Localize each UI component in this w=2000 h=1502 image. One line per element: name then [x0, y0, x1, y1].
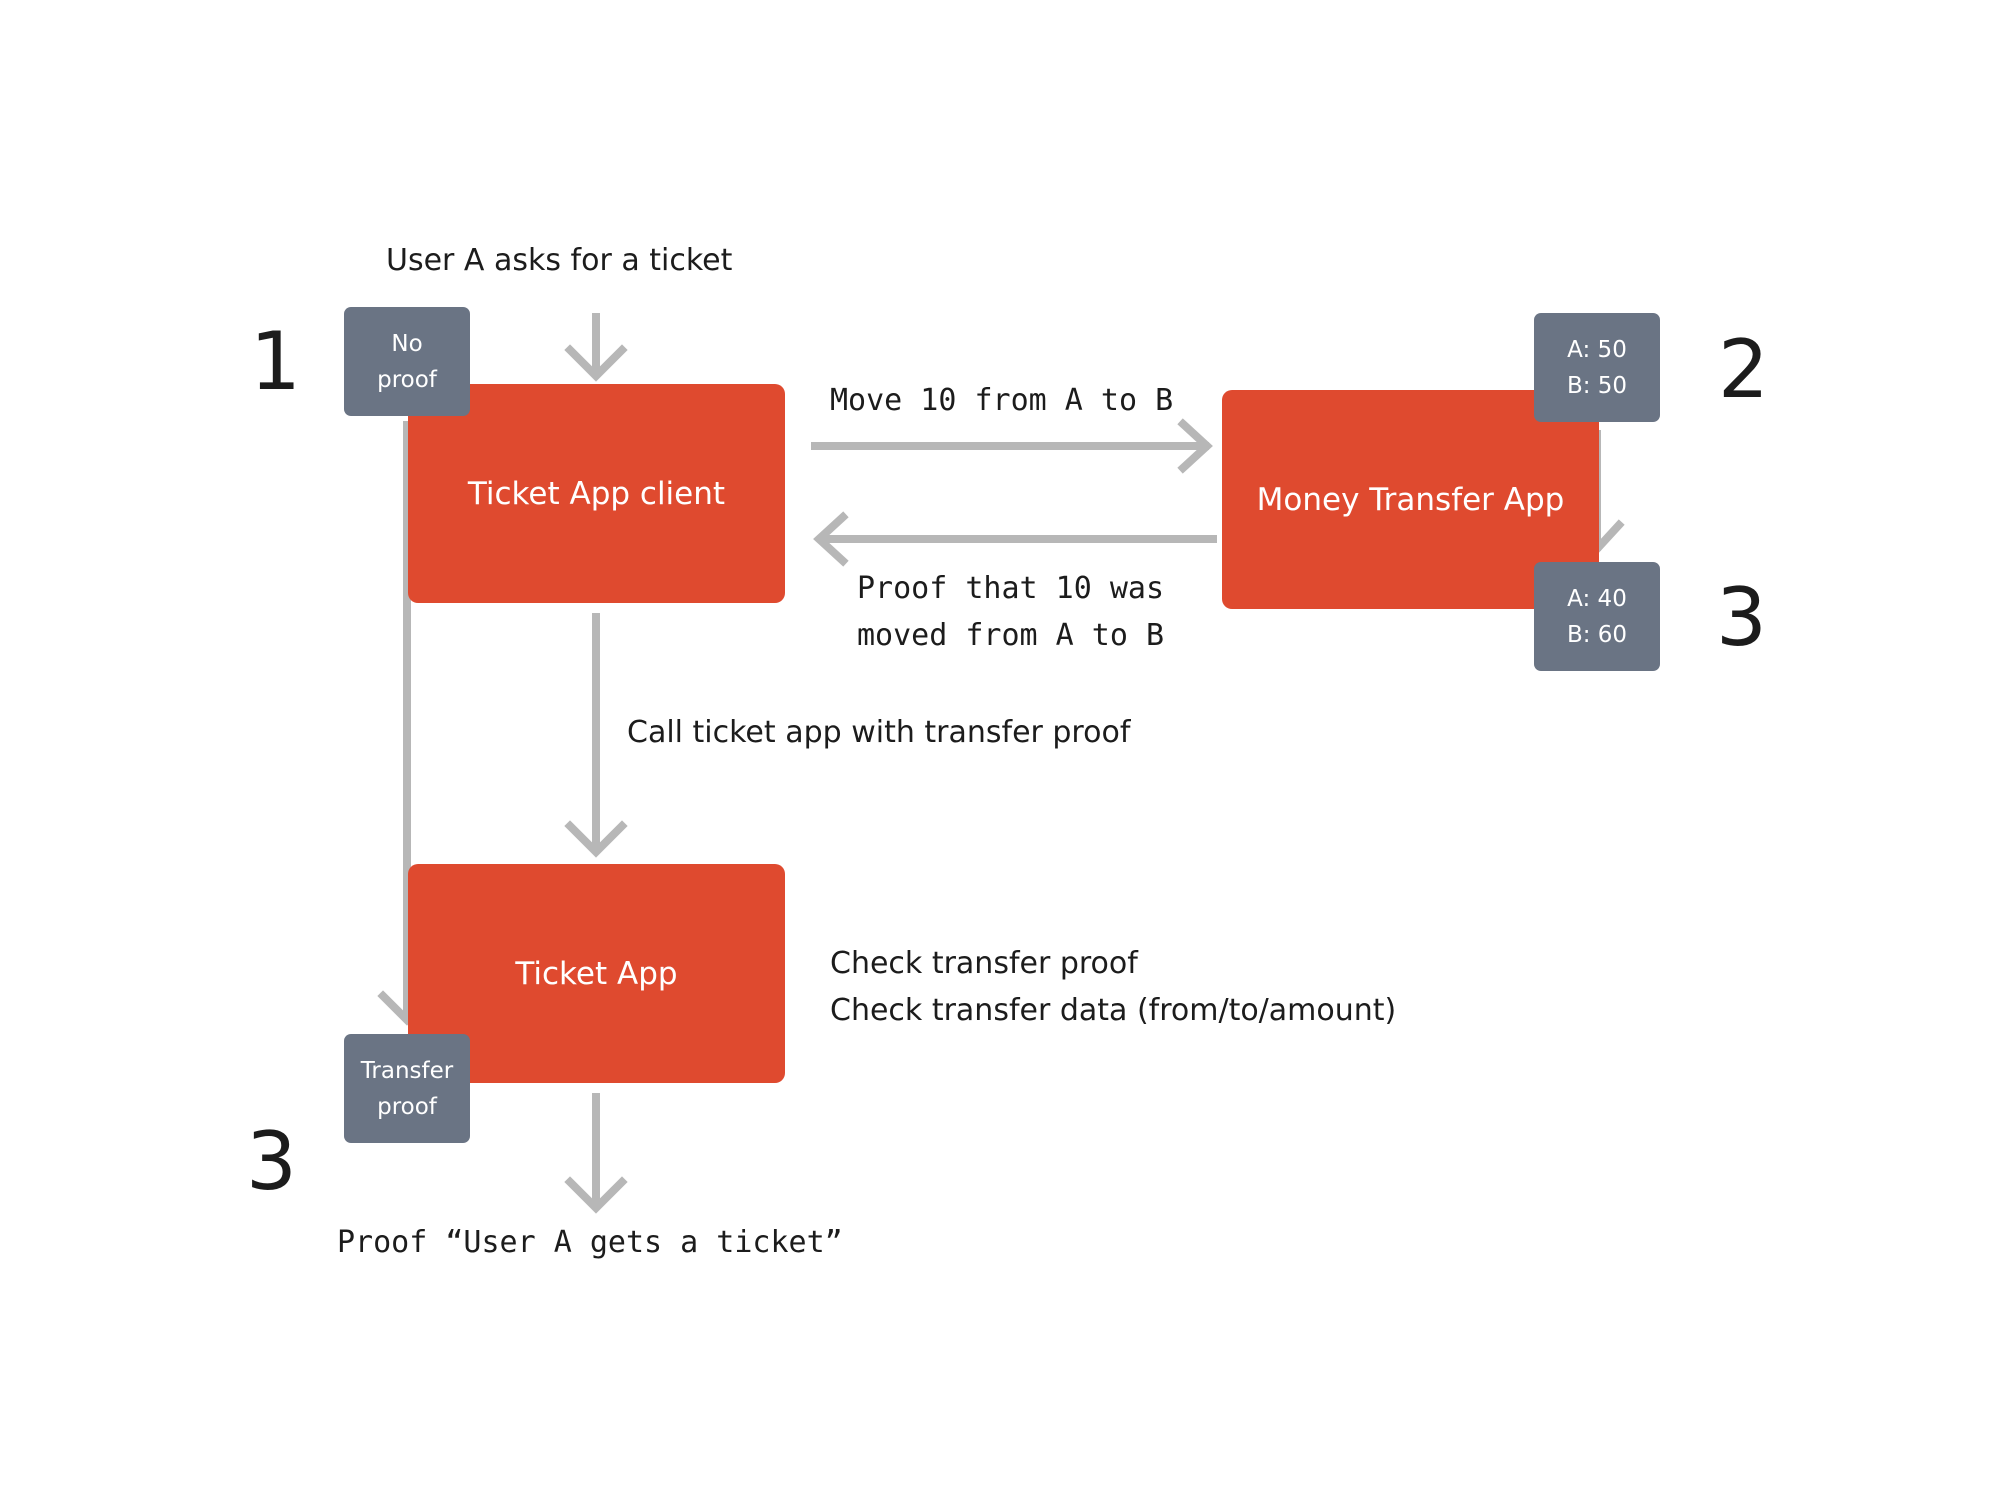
proof-returned-line1: Proof that 10 was — [857, 571, 1165, 606]
no-proof-card: No proof — [344, 307, 470, 416]
arrow-user-request — [564, 313, 628, 382]
checks-label: Check transfer proof Check transfer data… — [830, 940, 1396, 1034]
transfer-proof-line2: proof — [377, 1093, 437, 1120]
no-proof-line1: No — [391, 330, 423, 357]
balance-after-line1: A: 40 — [1567, 585, 1627, 612]
ticket-app-client-label: Ticket App client — [467, 475, 726, 512]
step-number-2: 2 — [1718, 323, 1769, 416]
user-request-label: User A asks for a ticket — [386, 243, 733, 278]
step-number-1: 1 — [250, 315, 301, 408]
step-number-3-right: 3 — [1716, 571, 1767, 664]
proof-returned-line2: moved from A to B — [857, 618, 1165, 653]
final-proof-label: Proof “User A gets a ticket” — [337, 1225, 843, 1260]
balance-after-card: A: 40 B: 60 — [1534, 562, 1660, 671]
transfer-proof-card: Transfer proof — [344, 1034, 470, 1143]
money-transfer-app-label: Money Transfer App — [1256, 481, 1565, 518]
ticket-app-client-box: Ticket App client — [408, 384, 785, 603]
ticket-app-box: Ticket App — [408, 864, 785, 1083]
step-number-3-left: 3 — [246, 1115, 297, 1208]
balance-before-line1: A: 50 — [1567, 336, 1627, 363]
arrow-final-proof — [564, 1093, 628, 1214]
arrow-transfer-proof-return — [813, 511, 1217, 567]
balance-before-card: A: 50 B: 50 — [1534, 313, 1660, 422]
move-request-label: Move 10 from A to B — [830, 383, 1174, 418]
balance-after-line2: B: 60 — [1566, 621, 1628, 648]
check-proof-line: Check transfer proof — [830, 946, 1138, 981]
check-data-line: Check transfer data (from/to/amount) — [830, 993, 1397, 1028]
balance-before-line2: B: 50 — [1566, 372, 1628, 399]
ticket-app-label: Ticket App — [515, 955, 678, 992]
transfer-proof-line1: Transfer — [360, 1057, 454, 1084]
arrow-call-ticket-app — [564, 613, 628, 858]
proof-returned-label: Proof that 10 was moved from A to B — [857, 565, 1164, 659]
no-proof-line2: proof — [377, 366, 437, 393]
arrow-move-request — [811, 418, 1213, 474]
call-ticket-app-label: Call ticket app with transfer proof — [627, 715, 1131, 750]
